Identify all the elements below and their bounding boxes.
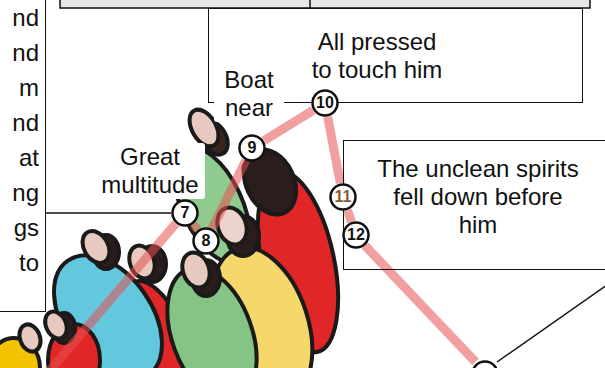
route-line — [328, 117, 341, 184]
callout-circle — [473, 362, 498, 368]
callout-number-text: 9 — [238, 134, 266, 162]
edge-group — [46, 110, 351, 229]
callout-number: 11 — [329, 183, 357, 211]
callout-number: 9 — [238, 134, 266, 162]
text-box: The unclean spirits fell down before him — [343, 140, 605, 270]
callout-number-text: 7 — [171, 199, 199, 227]
callout-number-text: 8 — [192, 227, 220, 255]
route-line — [365, 245, 476, 362]
box-text: The unclean spirits fell down before him — [375, 155, 581, 239]
leader-line — [46, 212, 171, 214]
callout-number: 8 — [192, 227, 220, 255]
face — [41, 308, 71, 342]
callout-number-text: 11 — [329, 183, 357, 211]
route-line — [40, 224, 176, 368]
figure-label: Boat near — [214, 66, 284, 122]
route-line — [348, 210, 352, 222]
callout-number: 10 — [311, 89, 339, 117]
face — [16, 321, 44, 354]
callout-number: 7 — [171, 199, 199, 227]
callout-number-text: 10 — [311, 89, 339, 117]
band-divider — [309, 0, 311, 8]
box-text: nd nd m nd at ng gs to — [0, 0, 39, 280]
robe — [150, 256, 273, 368]
route-line — [212, 161, 246, 229]
leader-line — [497, 285, 605, 362]
route-line — [193, 224, 197, 230]
figure-label: Great multitude — [95, 143, 205, 199]
callout-number-text: 12 — [342, 221, 370, 249]
crowd — [0, 105, 352, 368]
face — [77, 226, 115, 267]
text-box: nd nd m nd at ng gs to — [0, 0, 46, 312]
callout-number: 12 — [342, 221, 370, 249]
box-text: All pressed to touch him — [309, 28, 445, 84]
face — [178, 249, 215, 292]
top-band — [60, 0, 590, 8]
